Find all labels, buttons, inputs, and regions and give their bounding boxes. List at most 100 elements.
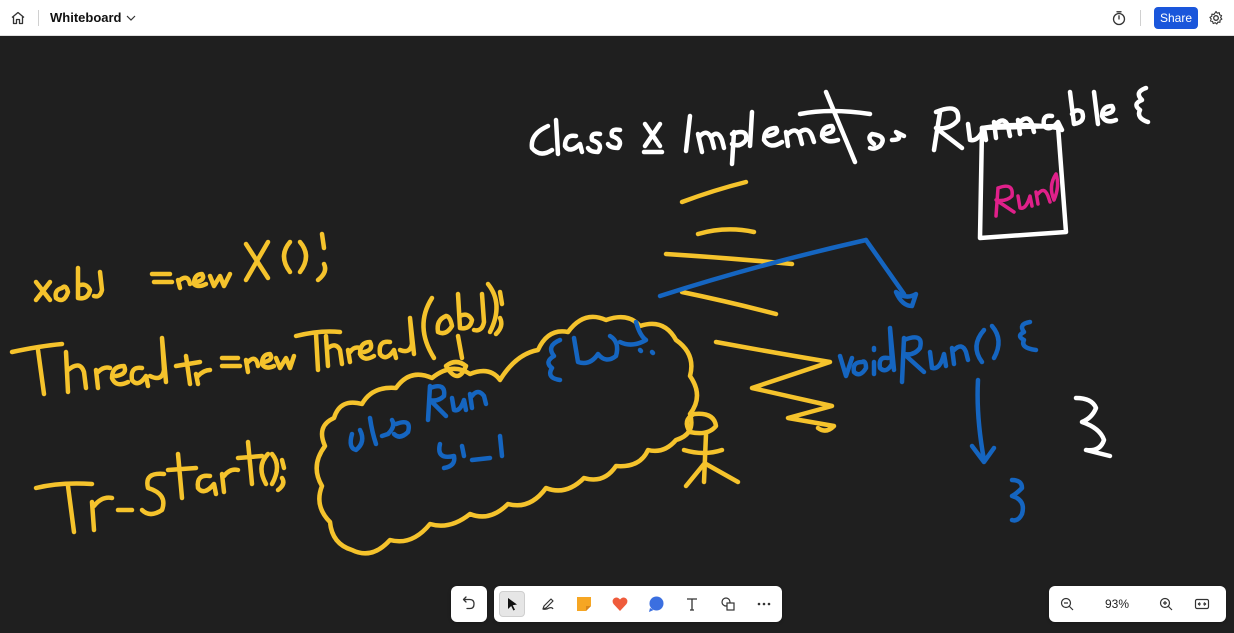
select-icon[interactable]	[499, 591, 525, 617]
ink-stroke	[173, 353, 203, 387]
ink-stroke	[425, 383, 449, 423]
ink-stroke	[421, 295, 437, 361]
undo-icon[interactable]	[456, 591, 482, 617]
ink-stroke	[33, 481, 95, 491]
ink-stroke	[33, 279, 53, 303]
ink-stroke	[1017, 319, 1039, 353]
ink-stroke	[1009, 477, 1026, 523]
white-handwriting	[529, 85, 1151, 459]
ink-stroke	[729, 129, 749, 167]
ink-stroke	[149, 271, 175, 285]
ink-stroke	[683, 461, 741, 489]
ink-stroke	[455, 333, 465, 361]
ink-stroke	[546, 337, 563, 383]
text-icon[interactable]	[679, 591, 705, 617]
ink-stroke	[1099, 103, 1119, 124]
ink-stroke	[783, 127, 817, 149]
whiteboard-canvas[interactable]	[0, 36, 1234, 628]
ink-stroke	[273, 353, 297, 371]
yellow-handwriting	[9, 179, 837, 556]
ink-stroke	[193, 367, 213, 387]
ink-stroke	[1091, 89, 1101, 127]
home-icon[interactable]	[6, 6, 30, 30]
ink-stroke	[797, 108, 873, 117]
ink-stroke	[319, 231, 327, 251]
ink-stroke	[53, 284, 71, 303]
ink-stroke	[147, 335, 169, 385]
ink-stroke	[949, 344, 971, 367]
ink-stroke	[315, 261, 328, 283]
ink-stroke	[435, 313, 455, 336]
ink-stroke	[485, 281, 499, 335]
ink-stroke	[243, 239, 271, 283]
share-button[interactable]: Share	[1154, 7, 1198, 29]
ink-stroke	[235, 439, 265, 487]
ink-stroke	[269, 451, 280, 487]
ink-stroke	[443, 359, 469, 379]
ink-stroke	[367, 415, 379, 447]
header-divider	[38, 10, 39, 26]
more-icon[interactable]	[751, 591, 777, 617]
ink-stroke	[129, 365, 151, 389]
ink-stroke	[497, 289, 505, 307]
ink-stroke	[459, 443, 467, 459]
ink-stroke	[467, 389, 489, 411]
ink-stroke	[975, 377, 987, 463]
ink-stroke	[1034, 188, 1052, 206]
ink-stroke	[679, 289, 779, 317]
ink-stroke	[969, 443, 997, 465]
drawing-toolbar	[494, 586, 782, 622]
ink-stroke	[75, 265, 93, 301]
ink-stroke	[837, 353, 855, 379]
timer-icon[interactable]	[1107, 6, 1131, 30]
ink-stroke	[281, 239, 293, 275]
ink-stroke	[683, 113, 693, 154]
ink-stroke	[377, 339, 399, 361]
ink-stroke	[637, 347, 656, 356]
chevron-down-icon[interactable]	[125, 11, 137, 29]
ink-stroke	[1016, 194, 1034, 210]
ink-stroke	[279, 457, 287, 471]
ink-stroke	[275, 475, 286, 493]
ink-stroke	[899, 335, 927, 385]
page-title: Whiteboard	[50, 10, 122, 25]
ink-stroke	[529, 123, 555, 156]
ink-stroke	[9, 341, 65, 355]
ink-stroke	[93, 365, 113, 391]
ink-stroke	[562, 133, 585, 155]
ink-stroke	[469, 455, 493, 463]
ink-stroke	[979, 122, 1061, 131]
ink-stroke	[681, 447, 725, 456]
ink-stroke	[471, 291, 487, 333]
blue-handwriting	[348, 237, 1039, 523]
ink-stroke	[397, 315, 417, 357]
pen-icon[interactable]	[535, 591, 561, 617]
ink-stroke	[89, 495, 115, 533]
shapes-icon[interactable]	[715, 591, 741, 617]
zoom-level: 93%	[1104, 597, 1130, 611]
ink-stroke	[889, 129, 907, 143]
ink-stroke	[259, 351, 277, 370]
zoom-toolbar: 93%	[1049, 586, 1226, 622]
ink-stroke	[747, 109, 755, 149]
ink-stroke	[259, 451, 271, 487]
ink-stroke	[391, 420, 411, 439]
header-divider	[1140, 10, 1141, 26]
reaction-icon[interactable]	[607, 591, 633, 617]
zoom-out-icon[interactable]	[1054, 591, 1080, 617]
zoom-in-icon[interactable]	[1153, 591, 1179, 617]
ink-stroke	[91, 269, 105, 299]
ink-stroke	[695, 130, 727, 155]
ink-stroke	[357, 339, 377, 361]
settings-icon[interactable]	[1204, 6, 1228, 30]
ink-stroke	[297, 239, 309, 275]
ink-stroke	[195, 473, 219, 497]
ink-stroke	[293, 329, 343, 339]
ink-stroke	[493, 315, 504, 337]
ink-stroke	[1073, 395, 1113, 459]
sticky-note-icon[interactable]	[571, 591, 597, 617]
ink-stroke	[109, 363, 131, 387]
fit-to-screen-icon[interactable]	[1189, 591, 1215, 617]
comment-icon[interactable]	[643, 591, 669, 617]
ink-stroke	[1067, 89, 1086, 127]
